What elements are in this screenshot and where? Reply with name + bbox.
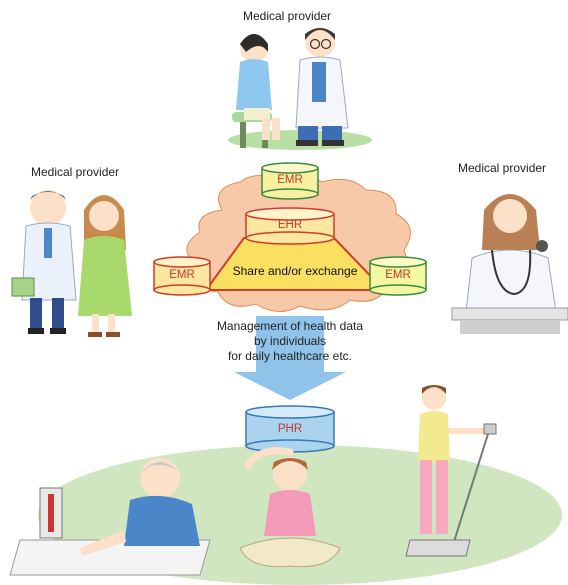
- phr-label: PHR: [277, 423, 303, 435]
- left-provider-illustration: [11, 190, 132, 337]
- provider-top-label: Medical provider: [243, 9, 332, 23]
- management-line-2: by individuals: [253, 334, 327, 348]
- emr-right-label: EMR: [385, 269, 411, 281]
- patient-scale-illustration: [405, 385, 497, 557]
- management-text: Management of health data by individuals…: [198, 319, 382, 364]
- management-line-3: for daily healthcare etc.: [227, 349, 353, 363]
- provider-right-label: Medical provider: [458, 161, 547, 175]
- emr-top-database: [261, 162, 319, 200]
- down-arrow: [234, 316, 346, 400]
- top-provider-illustration: [228, 27, 372, 150]
- emr-left-database: [153, 256, 211, 296]
- ehr-database: [245, 207, 335, 245]
- share-exchange-label: Share and/or exchange: [232, 264, 358, 278]
- management-line-1: Management of health data: [216, 319, 364, 333]
- provider-left-label: Medical provider: [31, 165, 120, 179]
- patient-bp-illustration: [9, 458, 211, 576]
- emr-left-label: EMR: [169, 269, 195, 281]
- right-provider-illustration: [451, 194, 568, 334]
- emr-right-database: [369, 256, 427, 296]
- ehr-label: EHR: [277, 219, 303, 231]
- emr-top-label: EMR: [277, 174, 303, 186]
- patient-stretching-illustration: [239, 447, 341, 568]
